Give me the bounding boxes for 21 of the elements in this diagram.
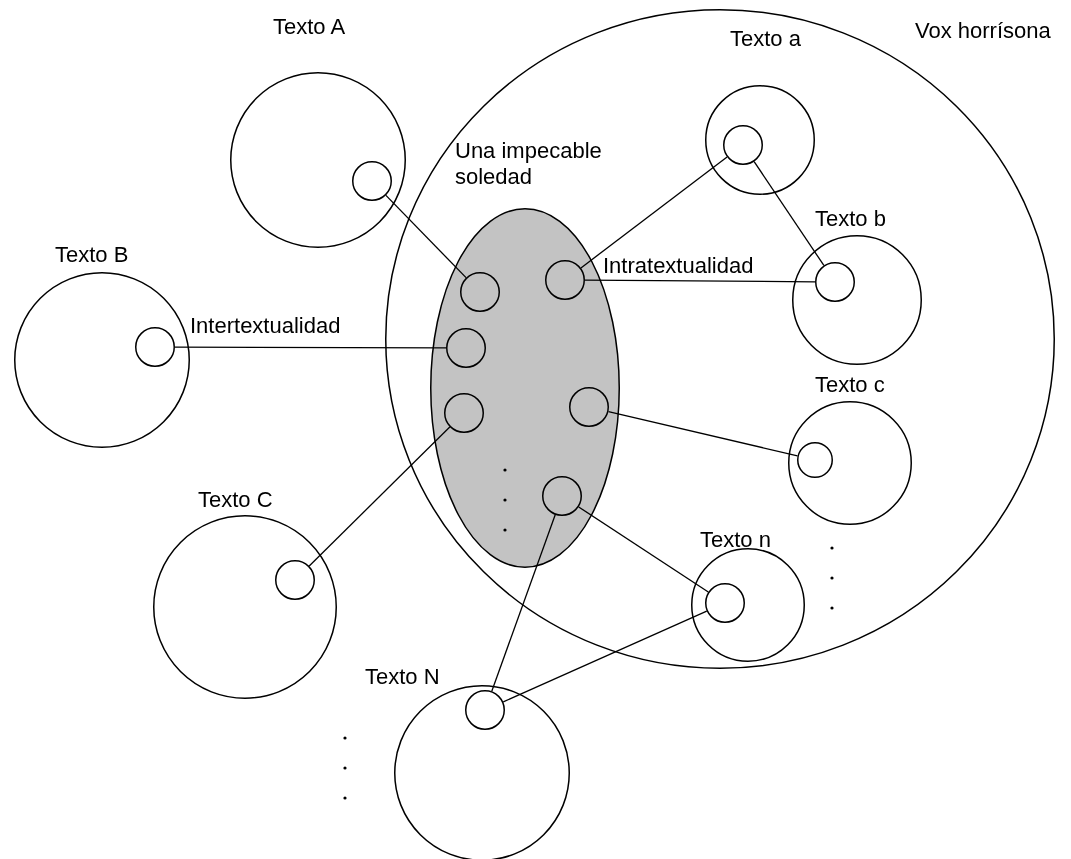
connector-line (502, 610, 708, 703)
connector-line (753, 160, 825, 267)
circle-label: Texto b (815, 206, 886, 232)
connector-line (308, 426, 451, 567)
circle-label: Texto A (273, 14, 346, 40)
circle-label: Texto a (730, 26, 801, 52)
connector-line (584, 279, 816, 283)
edge-label: Intratextualidad (603, 253, 754, 279)
circle-label: Texto B (55, 242, 129, 268)
circle-label: Texto c (815, 372, 885, 398)
circle-label: Una impecable soledad (455, 138, 603, 190)
circle-label: Texto C (198, 487, 273, 513)
circle-label: Vox horrísona (915, 18, 1051, 44)
circle-label: Texto n (700, 527, 771, 553)
connector-line (607, 410, 799, 457)
circle-label: Texto N (365, 664, 440, 690)
connector-line (580, 156, 728, 269)
connector-line (174, 346, 447, 349)
connector-line (491, 514, 556, 692)
connector-line (578, 506, 709, 593)
edge-label: Intertextualidad (190, 313, 341, 339)
